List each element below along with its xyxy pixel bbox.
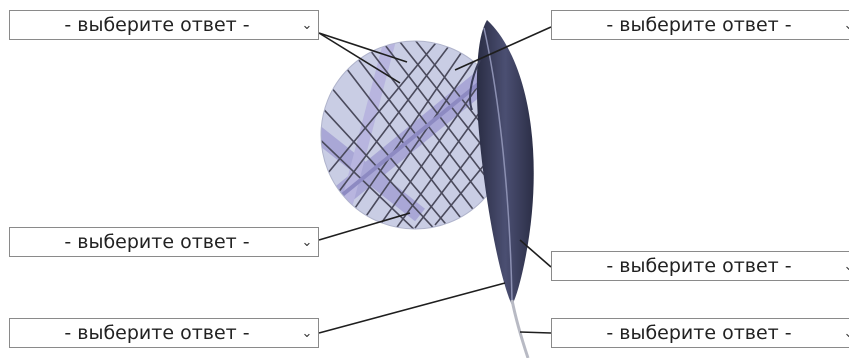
answer-select-5-value: - выберите ответ - [10, 322, 296, 344]
chevron-down-icon: ⌄ [296, 235, 318, 250]
chevron-down-icon: ⌄ [838, 18, 849, 33]
answer-select-4-value: - выберите ответ - [552, 255, 838, 277]
answer-select-3[interactable]: - выберите ответ - ⌄ [9, 227, 319, 257]
answer-select-6-value: - выберите ответ - [552, 322, 838, 344]
answer-select-1-value: - выберите ответ - [10, 14, 296, 36]
answer-select-6[interactable]: - выберите ответ - ⌄ [551, 318, 849, 348]
answer-select-5[interactable]: - выберите ответ - ⌄ [9, 318, 319, 348]
answer-select-4[interactable]: - выберите ответ - ⌄ [551, 251, 849, 281]
answer-select-1[interactable]: - выберите ответ - ⌄ [9, 10, 319, 40]
chevron-down-icon: ⌄ [838, 259, 849, 274]
chevron-down-icon: ⌄ [296, 18, 318, 33]
answer-select-2-value: - выберите ответ - [552, 14, 838, 36]
chevron-down-icon: ⌄ [296, 326, 318, 341]
answer-select-2[interactable]: - выберите ответ - ⌄ [551, 10, 849, 40]
answer-select-3-value: - выберите ответ - [10, 231, 296, 253]
chevron-down-icon: ⌄ [838, 326, 849, 341]
